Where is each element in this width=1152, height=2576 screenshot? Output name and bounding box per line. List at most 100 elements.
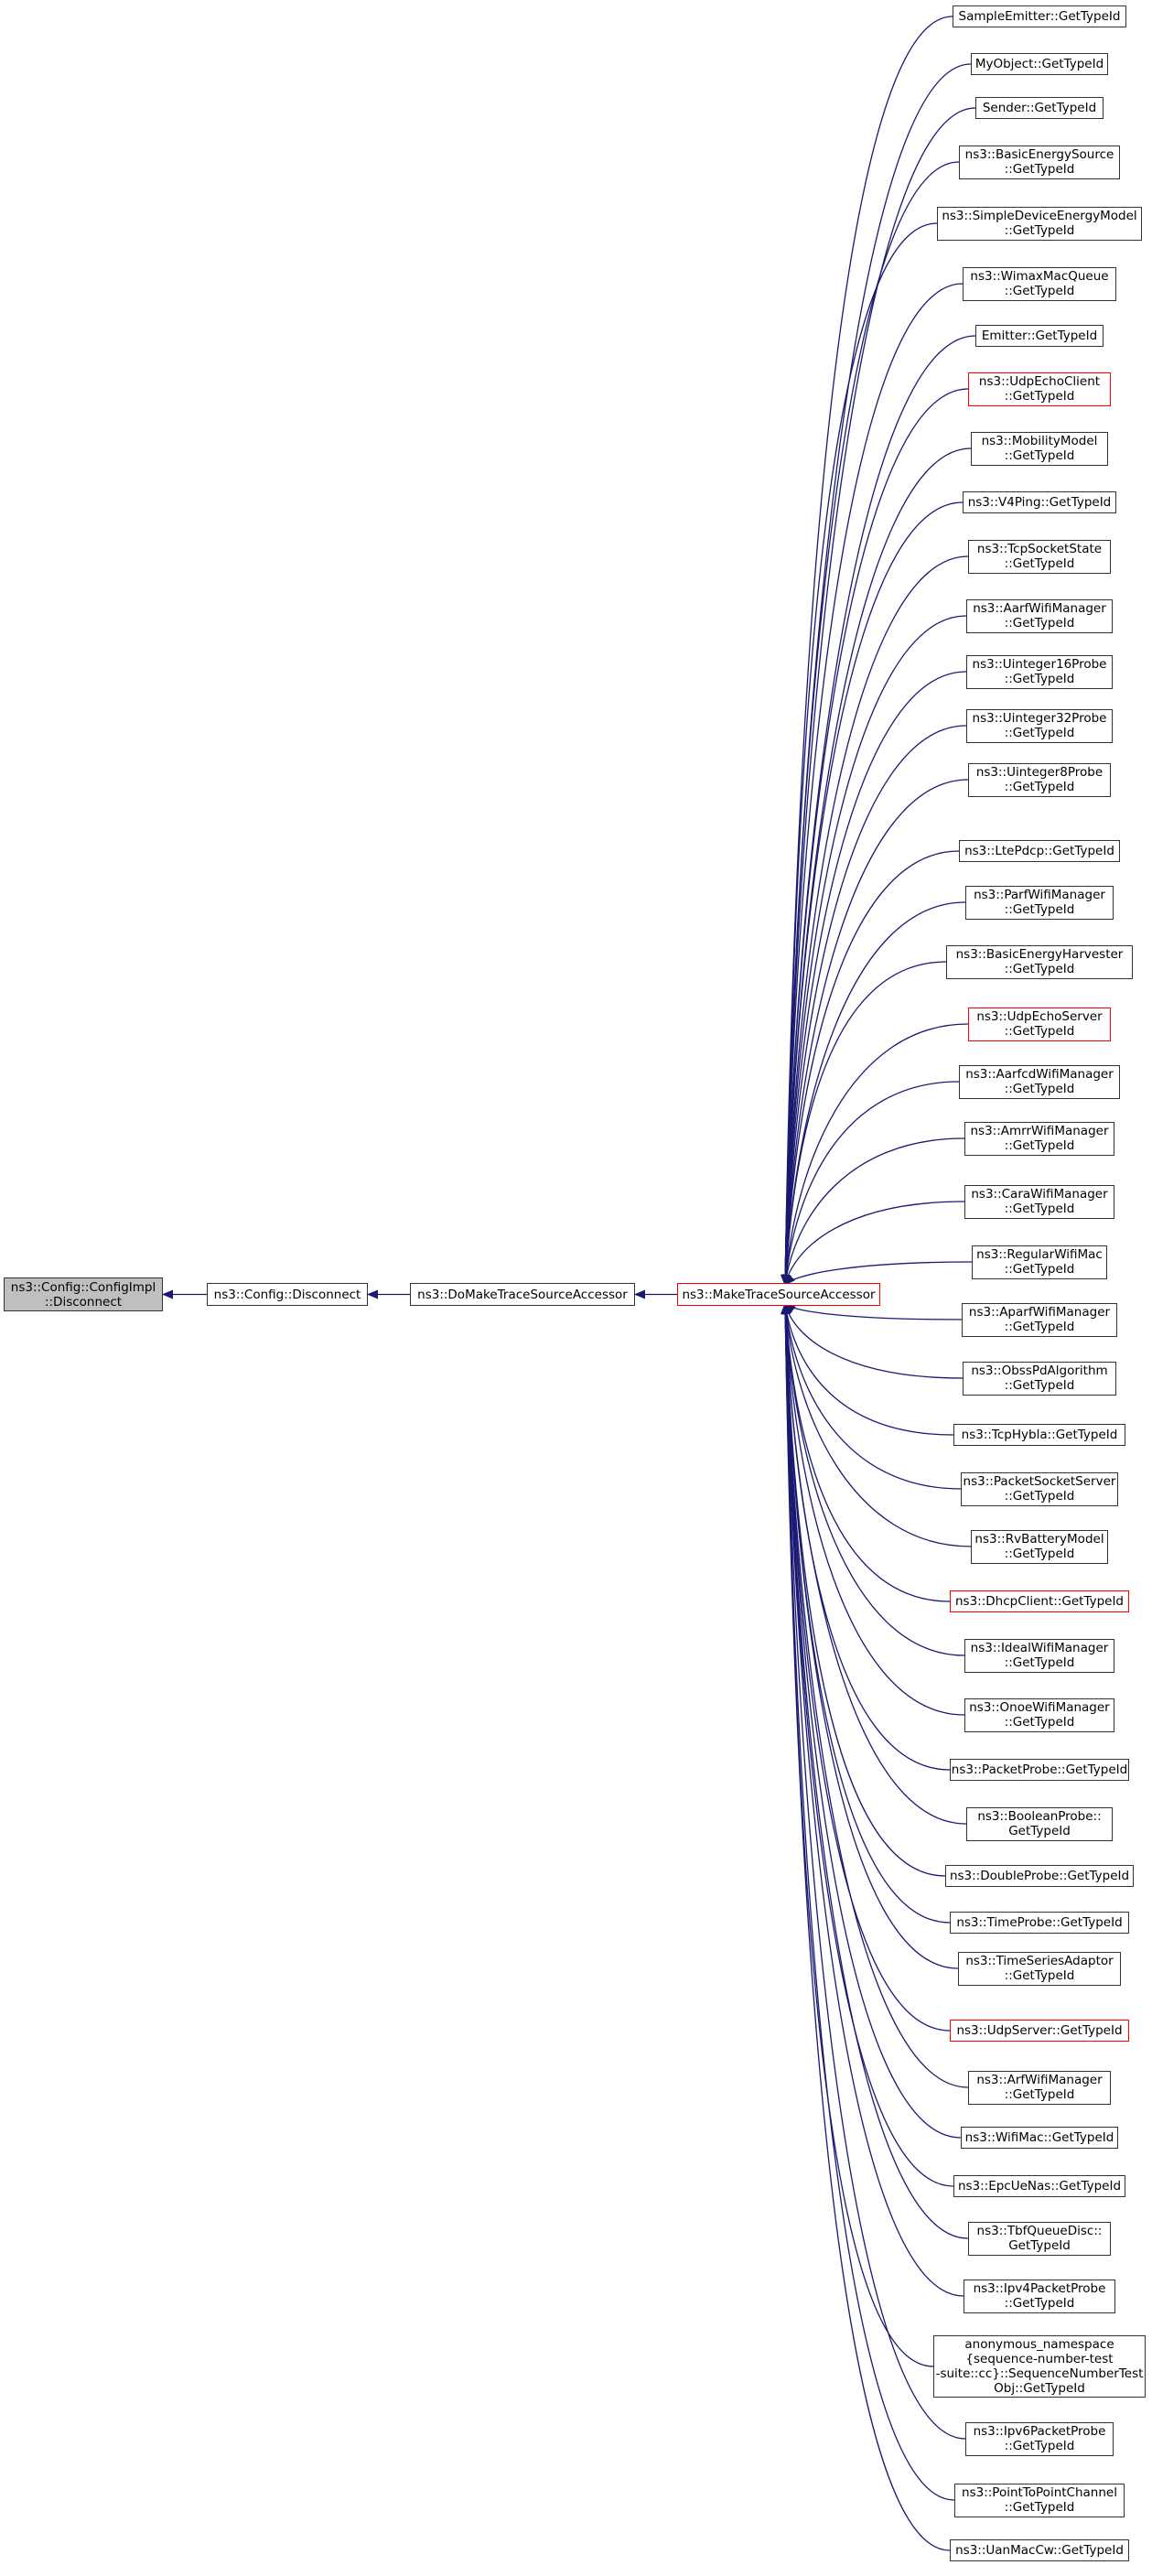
node-label-line: ::GetTypeId xyxy=(1004,2439,1075,2453)
graph-node[interactable]: ns3::PointToPointChannel::GetTypeId xyxy=(954,2483,1125,2517)
graph-node[interactable]: ns3::Uinteger16Probe::GetTypeId xyxy=(966,654,1113,689)
node-label-line: ns3::AmrrWifiManager xyxy=(970,1124,1109,1138)
graph-node[interactable]: Sender::GetTypeId xyxy=(975,97,1104,119)
node-label-line: ns3::Uinteger32Probe xyxy=(972,711,1107,726)
graph-node[interactable]: ns3::LtePdcp::GetTypeId xyxy=(959,840,1120,862)
graph-node[interactable]: ns3::Config::Disconnect xyxy=(207,1283,368,1306)
graph-node[interactable]: ns3::ObssPdAlgorithm::GetTypeId xyxy=(963,1361,1116,1396)
node-label-line: ::GetTypeId xyxy=(1004,1082,1075,1096)
node-label-line: ns3::AarfWifiManager xyxy=(973,601,1106,616)
graph-node[interactable]: ns3::EpcUeNas::GetTypeId xyxy=(953,2175,1125,2197)
node-label-line: Obj::GetTypeId xyxy=(994,2381,1085,2396)
edge-line xyxy=(781,671,967,1286)
graph-node[interactable]: ns3::Ipv4PacketProbe::GetTypeId xyxy=(964,2279,1115,2313)
graph-node[interactable]: ns3::DhcpClient::GetTypeId xyxy=(950,1590,1129,1612)
node-label-line: ns3::Uinteger8Probe xyxy=(975,765,1104,780)
node-label-line: ns3::OnoeWifiManager xyxy=(969,1700,1110,1715)
node-label-line: ns3::BooleanProbe:: xyxy=(977,1809,1102,1824)
node-label-line: ::GetTypeId xyxy=(1004,2296,1075,2311)
node-label-line: Sender::GetTypeId xyxy=(982,101,1097,115)
edge-line xyxy=(781,161,960,1286)
node-label-line: ns3::PacketSocketServer xyxy=(963,1474,1116,1489)
graph-node[interactable]: ns3::PacketProbe::GetTypeId xyxy=(950,1759,1129,1781)
node-label-line: ns3::AarfcdWifiManager xyxy=(965,1067,1114,1082)
graph-node[interactable]: ns3::ParfWifiManager::GetTypeId xyxy=(965,885,1114,920)
node-label-line: ns3::PointToPointChannel xyxy=(962,2485,1117,2500)
node-label-line: ::GetTypeId xyxy=(1004,1202,1075,1216)
graph-node[interactable]: ns3::PacketSocketServer::GetTypeId xyxy=(961,1471,1118,1506)
graph-node[interactable]: ns3::Config::ConfigImpl::Disconnect xyxy=(4,1277,163,1311)
graph-node[interactable]: ns3::IdealWifiManager::GetTypeId xyxy=(964,1638,1114,1673)
graph-node[interactable]: ns3::DoubleProbe::GetTypeId xyxy=(945,1865,1134,1887)
graph-node[interactable]: ns3::UdpEchoClient::GetTypeId xyxy=(968,372,1111,406)
graph-node[interactable]: ns3::Uinteger8Probe::GetTypeId xyxy=(968,762,1111,797)
graph-node[interactable]: ns3::BasicEnergySource::GetTypeId xyxy=(959,145,1120,179)
graph-node[interactable]: anonymous_namespace{sequence-number-test… xyxy=(933,2335,1146,2398)
graph-node[interactable]: ns3::Ipv6PacketProbe::GetTypeId xyxy=(965,2421,1114,2456)
node-label-line: ::GetTypeId xyxy=(1004,162,1075,177)
node-label-line: ns3::PacketProbe::GetTypeId xyxy=(951,1762,1128,1777)
graph-node[interactable]: Emitter::GetTypeId xyxy=(975,325,1104,347)
node-label-line: ns3::RvBatteryModel xyxy=(974,1532,1104,1547)
edge-line xyxy=(781,779,969,1286)
edge-line xyxy=(781,725,967,1286)
graph-node[interactable]: ns3::BasicEnergyHarvester::GetTypeId xyxy=(946,944,1133,979)
graph-node[interactable]: ns3::AparfWifiManager::GetTypeId xyxy=(962,1302,1117,1337)
graph-node[interactable]: SampleEmitter::GetTypeId xyxy=(953,5,1126,27)
edge-line xyxy=(781,1303,972,1547)
graph-node[interactable]: ns3::TimeSeriesAdaptor::GetTypeId xyxy=(958,1951,1121,1986)
edge-line xyxy=(781,961,947,1286)
graph-node[interactable]: ns3::ArfWifiManager::GetTypeId xyxy=(968,2070,1111,2105)
node-label-line: ns3::BasicEnergyHarvester xyxy=(955,947,1124,962)
graph-node[interactable]: ns3::UdpEchoServer::GetTypeId xyxy=(968,1007,1111,1041)
graph-node[interactable]: ns3::UdpServer::GetTypeId xyxy=(950,2020,1129,2042)
edge-line xyxy=(781,388,969,1286)
graph-node[interactable]: ns3::AarfWifiManager::GetTypeId xyxy=(966,598,1113,633)
edge-line xyxy=(781,16,953,1286)
node-label-line: ns3::UdpServer::GetTypeId xyxy=(956,2023,1123,2038)
graph-node[interactable]: ns3::OnoeWifiManager::GetTypeId xyxy=(964,1698,1114,1732)
graph-node[interactable]: ns3::MobilityModel::GetTypeId xyxy=(971,431,1108,466)
graph-node[interactable]: ns3::WimaxMacQueue::GetTypeId xyxy=(963,266,1116,301)
edge-line xyxy=(781,555,969,1286)
graph-node[interactable]: ns3::TcpSocketState::GetTypeId xyxy=(968,539,1111,574)
edge-line xyxy=(781,1303,962,2139)
edge-line xyxy=(781,1303,967,1825)
edge-line xyxy=(782,1201,965,1286)
graph-node[interactable]: ns3::TbfQueueDisc::GetTypeId xyxy=(968,2221,1111,2256)
edge-line xyxy=(784,1303,963,1320)
edge-line xyxy=(781,850,960,1286)
graph-node[interactable]: ns3::TcpHybla::GetTypeId xyxy=(953,1424,1125,1446)
node-label-line: ns3::TcpHybla::GetTypeId xyxy=(961,1428,1118,1442)
graph-node[interactable]: ns3::TimeProbe::GetTypeId xyxy=(950,1912,1129,1934)
node-label-line: ns3::DhcpClient::GetTypeId xyxy=(954,1594,1125,1609)
graph-node[interactable]: ns3::CaraWifiManager::GetTypeId xyxy=(964,1184,1114,1219)
edge-line xyxy=(781,1303,954,1436)
graph-node[interactable]: ns3::RegularWifiMac::GetTypeId xyxy=(972,1245,1107,1279)
graph-node[interactable]: ns3::V4Ping::GetTypeId xyxy=(963,491,1116,513)
edge-line xyxy=(781,283,964,1286)
node-label-line: ns3::ParfWifiManager xyxy=(974,888,1105,902)
graph-node[interactable]: ns3::SimpleDeviceEnergyModel::GetTypeId xyxy=(937,206,1142,241)
graph-node[interactable]: ns3::BooleanProbe::GetTypeId xyxy=(966,1806,1113,1841)
graph-node[interactable]: ns3::MakeTraceSourceAccessor xyxy=(677,1283,880,1306)
graph-node[interactable]: ns3::AarfcdWifiManager::GetTypeId xyxy=(959,1064,1120,1099)
node-label-line: ns3::ArfWifiManager xyxy=(976,2073,1103,2087)
graph-node[interactable]: MyObject::GetTypeId xyxy=(971,53,1108,75)
node-label-line: ::GetTypeId xyxy=(1004,1024,1075,1039)
graph-node[interactable]: ns3::DoMakeTraceSourceAccessor xyxy=(410,1283,635,1306)
node-label-line: ::GetTypeId xyxy=(1004,1968,1075,1983)
node-label-line: ns3::RegularWifiMac xyxy=(976,1247,1103,1262)
node-label-line: ::GetTypeId xyxy=(1004,1715,1075,1730)
node-label-line: GetTypeId xyxy=(1008,1824,1071,1838)
node-label-line: ns3::V4Ping::GetTypeId xyxy=(967,495,1112,510)
graph-node[interactable]: ns3::Uinteger32Probe::GetTypeId xyxy=(966,708,1113,743)
node-label-line: ns3::WimaxMacQueue xyxy=(970,269,1109,284)
node-label-line: ::GetTypeId xyxy=(1004,780,1075,794)
graph-node[interactable]: ns3::RvBatteryModel::GetTypeId xyxy=(971,1529,1108,1564)
node-label-line: ns3::CaraWifiManager xyxy=(971,1187,1108,1202)
graph-node[interactable]: ns3::AmrrWifiManager::GetTypeId xyxy=(964,1121,1114,1156)
graph-node[interactable]: ns3::UanMacCw::GetTypeId xyxy=(950,2539,1129,2561)
graph-node[interactable]: ns3::WifiMac::GetTypeId xyxy=(961,2127,1118,2149)
